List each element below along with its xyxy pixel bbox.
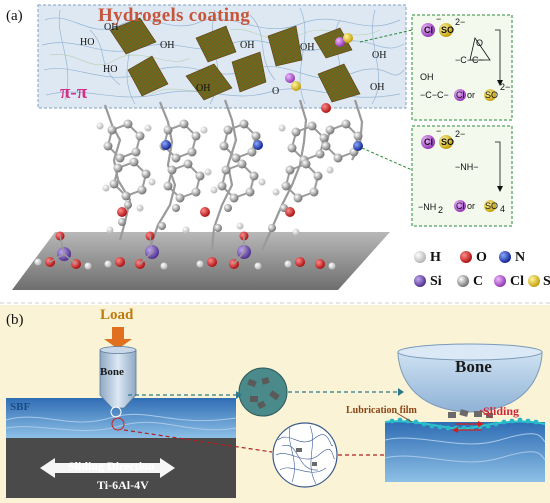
svg-text:−C−C−: −C−C− — [420, 90, 449, 100]
large-bone-label: Bone — [455, 357, 492, 376]
svg-text:OH: OH — [300, 42, 314, 53]
svg-text:O: O — [476, 38, 483, 48]
svg-text:HO: HO — [80, 37, 94, 48]
small-bone-indenter — [99, 349, 137, 409]
hydrogel-coating-title: Hydrogels coating — [98, 5, 250, 26]
panel-a-label: (a) — [6, 8, 23, 24]
svg-text:4: 4 — [500, 204, 505, 214]
reaction-box-epoxide — [411, 14, 513, 121]
svg-text:−: − — [436, 14, 441, 24]
legend-label-si: Si — [430, 274, 442, 289]
graphene-sheets — [109, 17, 361, 103]
legend-label-h: H — [430, 250, 441, 265]
svg-text:−: − — [436, 126, 441, 136]
legend-label-c: C — [473, 274, 484, 289]
svg-text:Cl: Cl — [456, 90, 465, 100]
zoom-circle-particles — [238, 367, 288, 417]
panel-b-label: (b) — [6, 312, 24, 328]
svg-text:OH: OH — [370, 82, 384, 93]
svg-text:−C−C−: −C−C− — [455, 55, 484, 65]
pi-pi-label: π-π — [60, 82, 88, 103]
svg-text:2: 2 — [438, 205, 443, 215]
svg-text:2−: 2− — [500, 82, 510, 92]
svg-text:or: or — [467, 201, 475, 211]
svg-text:−NH−: −NH− — [455, 162, 479, 172]
legend-label-n: N — [515, 250, 526, 265]
svg-text:SO: SO — [441, 137, 454, 147]
legend-atoms — [414, 251, 540, 287]
svg-text:Cl: Cl — [456, 201, 465, 211]
svg-text:HO: HO — [103, 64, 117, 75]
hydroxyl-labels: OH HO OH HO OH OH OH OH OH O — [80, 22, 386, 97]
large-bone — [397, 351, 543, 413]
svg-text:OH: OH — [160, 40, 174, 51]
svg-text:SO: SO — [485, 90, 498, 100]
sliding-direction-label: Sliding Direction — [68, 459, 155, 473]
svg-text:OH: OH — [372, 50, 386, 61]
svg-text:OH: OH — [196, 83, 210, 94]
svg-text:OH: OH — [240, 40, 254, 51]
svg-text:−NH: −NH — [418, 202, 436, 212]
svg-text:O: O — [272, 86, 279, 97]
legend-label-cl: Cl — [510, 274, 524, 289]
legend-label-s: S — [543, 274, 550, 289]
svg-text:Cl: Cl — [424, 137, 433, 147]
sbf-label: SBF — [10, 401, 31, 413]
lubrication-film-label: Lubrication film — [346, 405, 417, 416]
sliding-label: Sliding — [483, 404, 520, 418]
zoom-circle-network — [272, 422, 338, 488]
svg-text:OH: OH — [420, 72, 434, 82]
svg-text:or: or — [467, 90, 475, 100]
svg-text:Cl: Cl — [424, 25, 433, 35]
alloy-label: Ti-6Al-4V — [97, 478, 149, 492]
small-bone-label: Bone — [100, 366, 124, 378]
svg-text:OH: OH — [104, 22, 118, 33]
load-label: Load — [100, 307, 134, 323]
svg-text:2−: 2− — [455, 129, 465, 139]
svg-text:SO: SO — [441, 25, 454, 35]
svg-text:SO: SO — [485, 201, 498, 211]
molecular-structure — [34, 99, 364, 270]
svg-text:2−: 2− — [455, 17, 465, 27]
legend-label-o: O — [476, 250, 487, 265]
